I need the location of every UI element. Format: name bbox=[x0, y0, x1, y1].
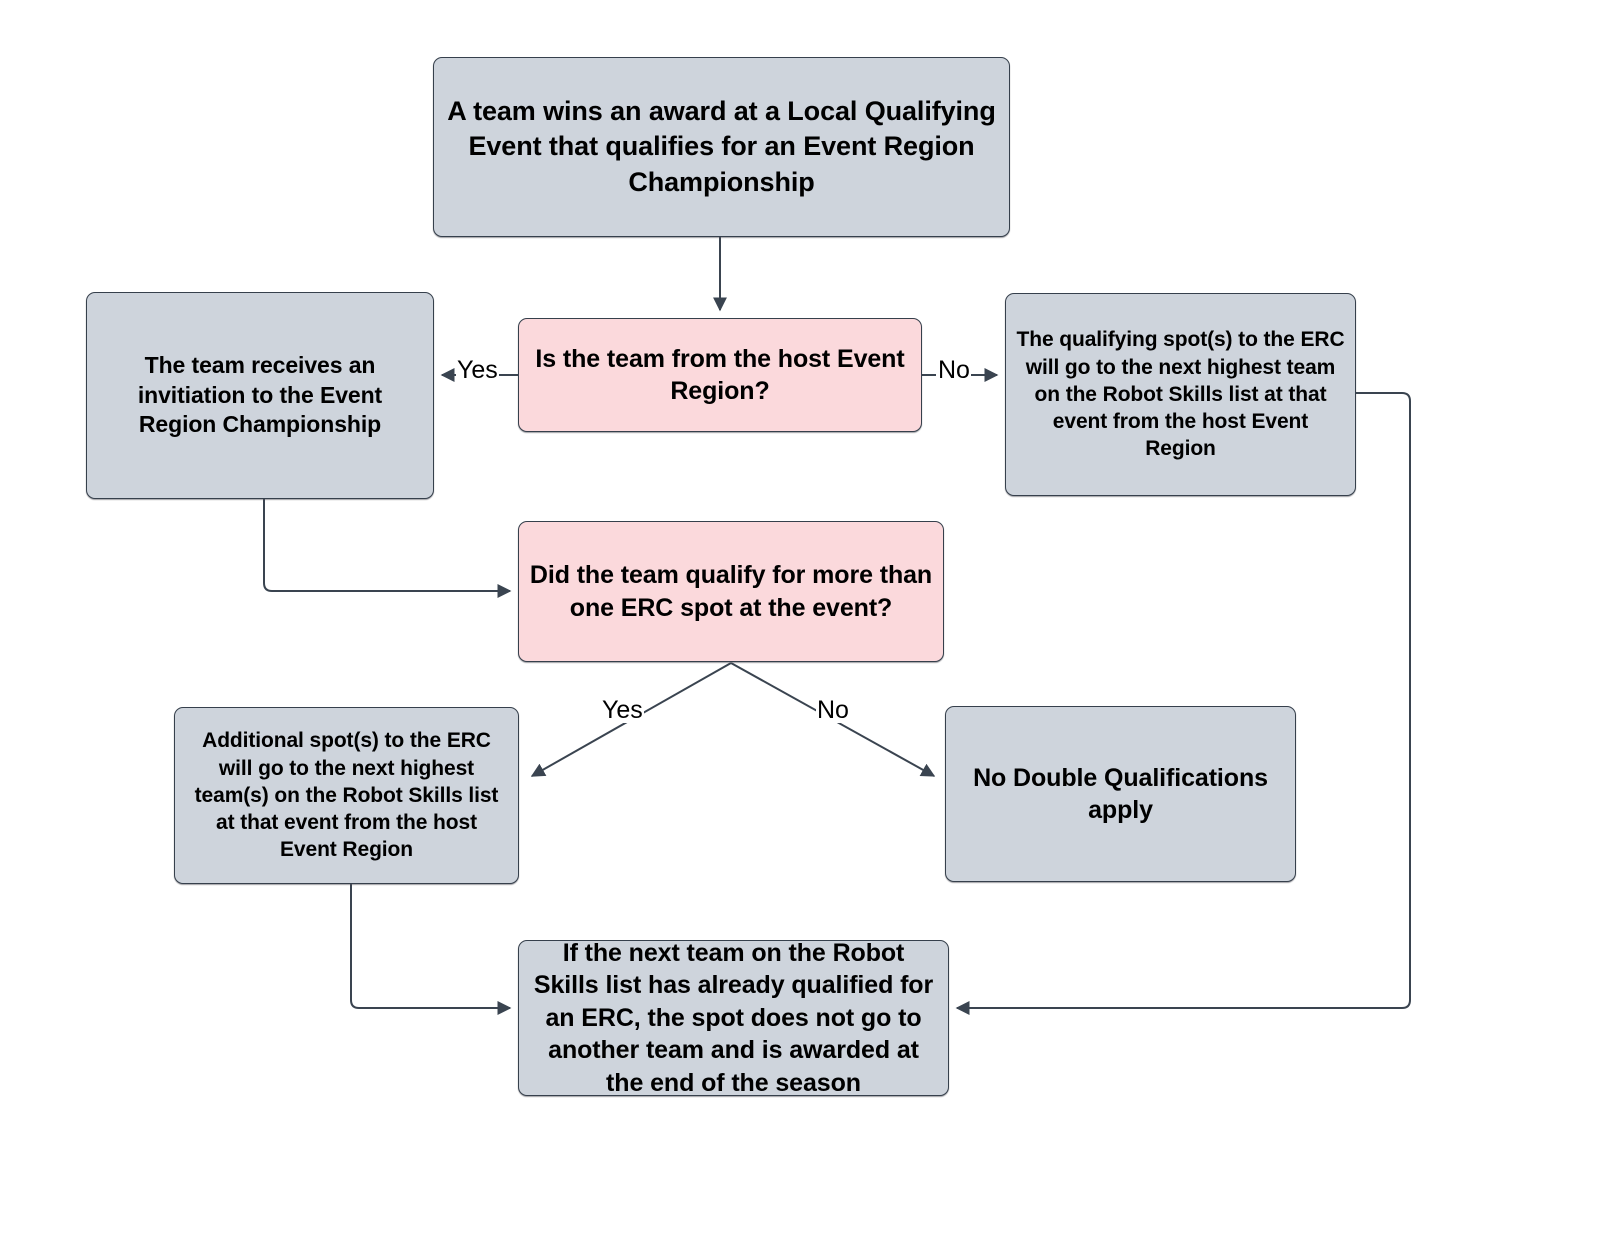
node-additional-spots-label: Additional spot(s) to the ERC will go to… bbox=[194, 729, 499, 862]
edge-label-no-more-than-one: No bbox=[816, 696, 850, 724]
node-team-receives-invitation-label: The team receives an invitiation to the … bbox=[137, 351, 383, 438]
node-host-region-question[interactable]: Is the team from the host Event Region? bbox=[518, 318, 922, 432]
node-no-double-qualifications[interactable]: No Double Qualifications apply bbox=[945, 706, 1296, 882]
node-no-double-qualifications-label: No Double Qualifications apply bbox=[973, 763, 1268, 825]
edge-invitation-to-more-question bbox=[263, 499, 512, 598]
edge-label-yes-more-than-one: Yes bbox=[601, 696, 644, 724]
edge-additional-spots-to-already-qualified bbox=[350, 884, 512, 1015]
node-qualifying-spots-next-highest-team[interactable]: The qualifying spot(s) to the ERC will g… bbox=[1005, 293, 1356, 496]
node-team-receives-invitation[interactable]: The team receives an invitiation to the … bbox=[86, 292, 434, 499]
node-host-region-question-label: Is the team from the host Event Region? bbox=[535, 344, 905, 406]
node-additional-spots[interactable]: Additional spot(s) to the ERC will go to… bbox=[174, 707, 519, 884]
edge-label-no-host-region: No bbox=[937, 356, 971, 384]
node-more-than-one-spot-question-label: Did the team qualify for more than one E… bbox=[529, 561, 933, 622]
node-start-label: A team wins an award at a Local Qualifyi… bbox=[447, 96, 996, 197]
node-already-qualified-spot-awarded-end-of-season-label: If the next team on the Robot Skills lis… bbox=[533, 938, 934, 1097]
node-more-than-one-spot-question[interactable]: Did the team qualify for more than one E… bbox=[518, 521, 944, 662]
node-start[interactable]: A team wins an award at a Local Qualifyi… bbox=[433, 57, 1010, 237]
node-qualifying-spots-next-highest-team-label: The qualifying spot(s) to the ERC will g… bbox=[1016, 328, 1345, 461]
node-already-qualified-spot-awarded-end-of-season[interactable]: If the next team on the Robot Skills lis… bbox=[518, 939, 949, 1097]
edge-label-yes-host-region: Yes bbox=[456, 356, 499, 384]
